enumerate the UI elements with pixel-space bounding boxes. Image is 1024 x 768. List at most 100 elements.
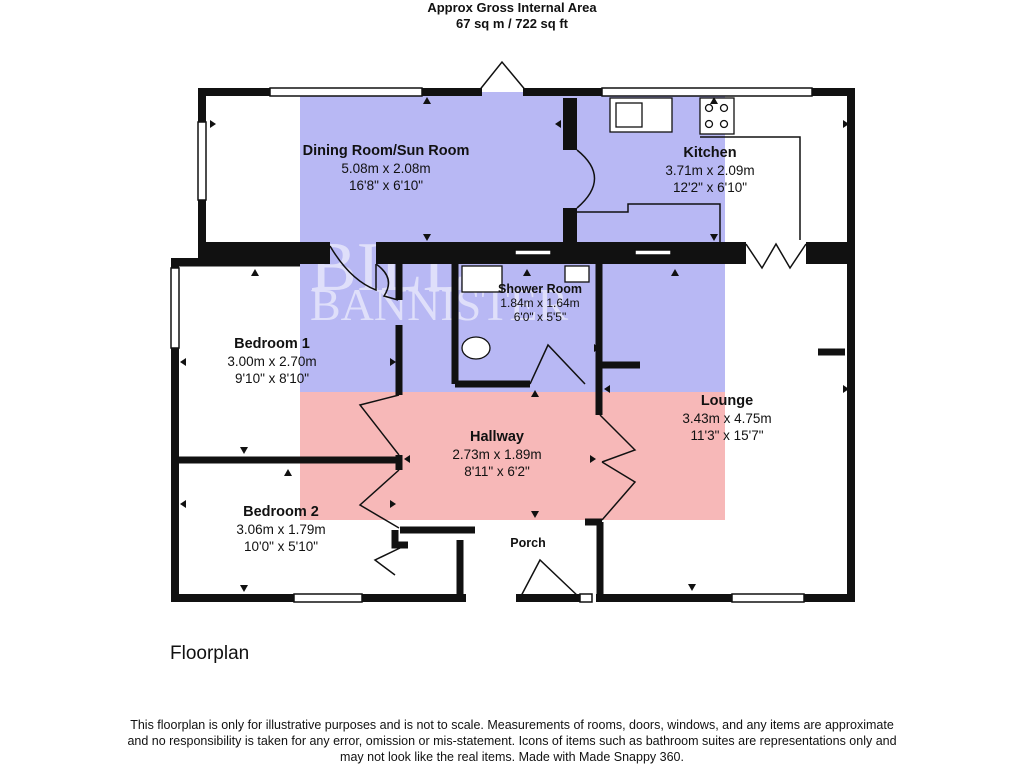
disclaimer-line2: and no responsibility is taken for any e… bbox=[127, 734, 897, 748]
arrow-bed1-left bbox=[180, 358, 186, 366]
toilet-icon bbox=[461, 336, 491, 360]
room-imperial-hallway: 8'11" x 6'2" bbox=[464, 464, 530, 479]
window-kitchen-top bbox=[601, 87, 813, 97]
disclaimer-line1: This floorplan is only for illustrative … bbox=[130, 718, 894, 732]
area-header: Approx Gross Internal Area 67 sq m / 722… bbox=[0, 0, 1024, 32]
door-hall-left bbox=[358, 394, 400, 456]
arrow-bed2-right bbox=[390, 500, 396, 508]
vent-1 bbox=[514, 249, 552, 256]
arrow-hall-top bbox=[531, 390, 539, 397]
room-name-shower: Shower Room bbox=[497, 282, 583, 296]
doors bbox=[329, 60, 807, 599]
room-metric-hallway: 2.73m x 1.89m bbox=[452, 447, 542, 462]
interior-walls bbox=[202, 98, 851, 264]
room-label-bedroom1: Bedroom 1 3.00m x 2.70m 9'10" x 8'10" bbox=[227, 336, 316, 387]
room-label-dining: Dining Room/Sun Room 5.08m x 2.08m 16'8"… bbox=[303, 143, 470, 194]
basin-icon bbox=[564, 265, 590, 283]
window-dining-top bbox=[269, 87, 423, 97]
arrow-hall-bottom bbox=[531, 511, 539, 518]
arrow-bed2-left bbox=[180, 500, 186, 508]
arrow-shower-right bbox=[594, 344, 600, 352]
arrow-lounge-left bbox=[604, 385, 610, 393]
room-name-hallway: Hallway bbox=[469, 429, 524, 445]
arrow-lounge-top bbox=[671, 269, 679, 276]
arrow-dining-left bbox=[210, 120, 216, 128]
hob-ring-3 bbox=[704, 119, 714, 129]
arrow-kitchen-bottom bbox=[710, 234, 718, 241]
wall-kitchen-bottom-right bbox=[806, 242, 851, 264]
door-shower bbox=[529, 343, 586, 385]
kitchen-counter bbox=[700, 136, 801, 240]
watermark-logo-line1: BILL bbox=[310, 229, 466, 306]
kitchen-counter-b bbox=[577, 203, 721, 244]
room-imperial-shower: 6'0" x 5'5" bbox=[513, 310, 567, 324]
door-hall-left2 bbox=[358, 469, 400, 529]
room-label-lounge: Lounge 3.43m x 4.75m 11'3" x 15'7" bbox=[682, 393, 771, 444]
window-porch bbox=[579, 593, 593, 603]
room-label-bedroom2: Bedroom 2 3.06m x 1.79m 10'0" x 5'10" bbox=[236, 504, 325, 555]
arrow-kitchen-top bbox=[710, 97, 718, 104]
area-header-size: 67 sq m / 722 sq ft bbox=[456, 16, 568, 31]
room-label-porch: Porch bbox=[510, 536, 545, 550]
door-front-top bbox=[477, 60, 528, 93]
arrow-dining-bottom bbox=[423, 234, 431, 241]
room-metric-kitchen: 3.71m x 2.09m bbox=[665, 163, 755, 178]
wall-kitchen-divider-bottom bbox=[563, 208, 577, 248]
arrow-bed2-bottom bbox=[240, 585, 248, 592]
arrow-hall-left bbox=[404, 455, 410, 463]
floorplan-caption: Floorplan bbox=[170, 643, 250, 664]
arrow-lounge-right bbox=[843, 385, 849, 393]
disclaimer-line3: may not look like the real items. Made w… bbox=[340, 750, 684, 764]
window-bed1-left bbox=[170, 267, 180, 349]
door-hall-right bbox=[599, 414, 637, 463]
wall-dining-bottom-left bbox=[202, 242, 330, 264]
room-name-dining: Dining Room/Sun Room bbox=[302, 143, 470, 159]
door-hall-right2 bbox=[601, 461, 637, 521]
room-name-porch: Porch bbox=[510, 536, 546, 550]
window-dining-left bbox=[197, 121, 207, 201]
arrow-bed1-right bbox=[390, 358, 396, 366]
wall-cupboard bbox=[391, 530, 408, 549]
arrow-lounge-bottom bbox=[688, 584, 696, 591]
room-imperial-kitchen: 12'2" x 6'10" bbox=[672, 180, 748, 195]
room-name-bedroom1: Bedroom 1 bbox=[234, 336, 310, 352]
room-name-kitchen: Kitchen bbox=[683, 145, 737, 161]
windows bbox=[170, 87, 813, 603]
room-metric-shower: 1.84m x 1.64m bbox=[500, 296, 580, 310]
door-bed1-b bbox=[375, 263, 399, 301]
wall-kitchen-divider-top bbox=[563, 98, 577, 150]
watermark-red-panel bbox=[300, 392, 725, 520]
room-label-hallway: Hallway 2.73m x 1.89m 8'11" x 6'2" bbox=[452, 429, 541, 480]
room-metric-lounge: 3.43m x 4.75m bbox=[682, 411, 772, 426]
shower-tray-icon bbox=[461, 265, 503, 293]
arrow-bed1-top bbox=[251, 269, 259, 276]
door-lounge-patio bbox=[745, 242, 807, 270]
hob-ring-4 bbox=[719, 119, 729, 129]
fixtures bbox=[461, 97, 735, 360]
watermark-logo-line2: BANNISTER bbox=[310, 279, 568, 330]
hob-ring-2 bbox=[719, 103, 729, 113]
window-lounge-bottom bbox=[731, 593, 805, 603]
room-metric-bedroom1: 3.00m x 2.70m bbox=[227, 354, 317, 369]
wall-dining-bottom-mid bbox=[376, 242, 746, 264]
door-cupboard bbox=[373, 547, 401, 576]
dimension-markers bbox=[180, 97, 849, 592]
arrow-hall-right bbox=[590, 455, 596, 463]
sink-bowl-icon bbox=[615, 102, 643, 128]
arrow-dining-right bbox=[555, 120, 561, 128]
room-imperial-dining: 16'8" x 6'10" bbox=[348, 178, 424, 193]
interior-thin-walls bbox=[175, 259, 845, 598]
arrow-dining-top bbox=[423, 97, 431, 104]
room-name-lounge: Lounge bbox=[700, 393, 754, 409]
area-header-title: Approx Gross Internal Area bbox=[427, 0, 597, 15]
room-imperial-bedroom1: 9'10" x 8'10" bbox=[234, 371, 310, 386]
room-metric-dining: 5.08m x 2.08m bbox=[341, 161, 431, 176]
door-kitchen bbox=[576, 149, 596, 209]
room-imperial-lounge: 11'3" x 15'7" bbox=[690, 428, 764, 443]
window-bed2-bottom bbox=[293, 593, 363, 603]
room-metric-bedroom2: 3.06m x 1.79m bbox=[236, 522, 326, 537]
arrow-bed2-top bbox=[284, 469, 292, 476]
room-name-bedroom2: Bedroom 2 bbox=[243, 504, 319, 520]
vent-2 bbox=[634, 249, 672, 256]
